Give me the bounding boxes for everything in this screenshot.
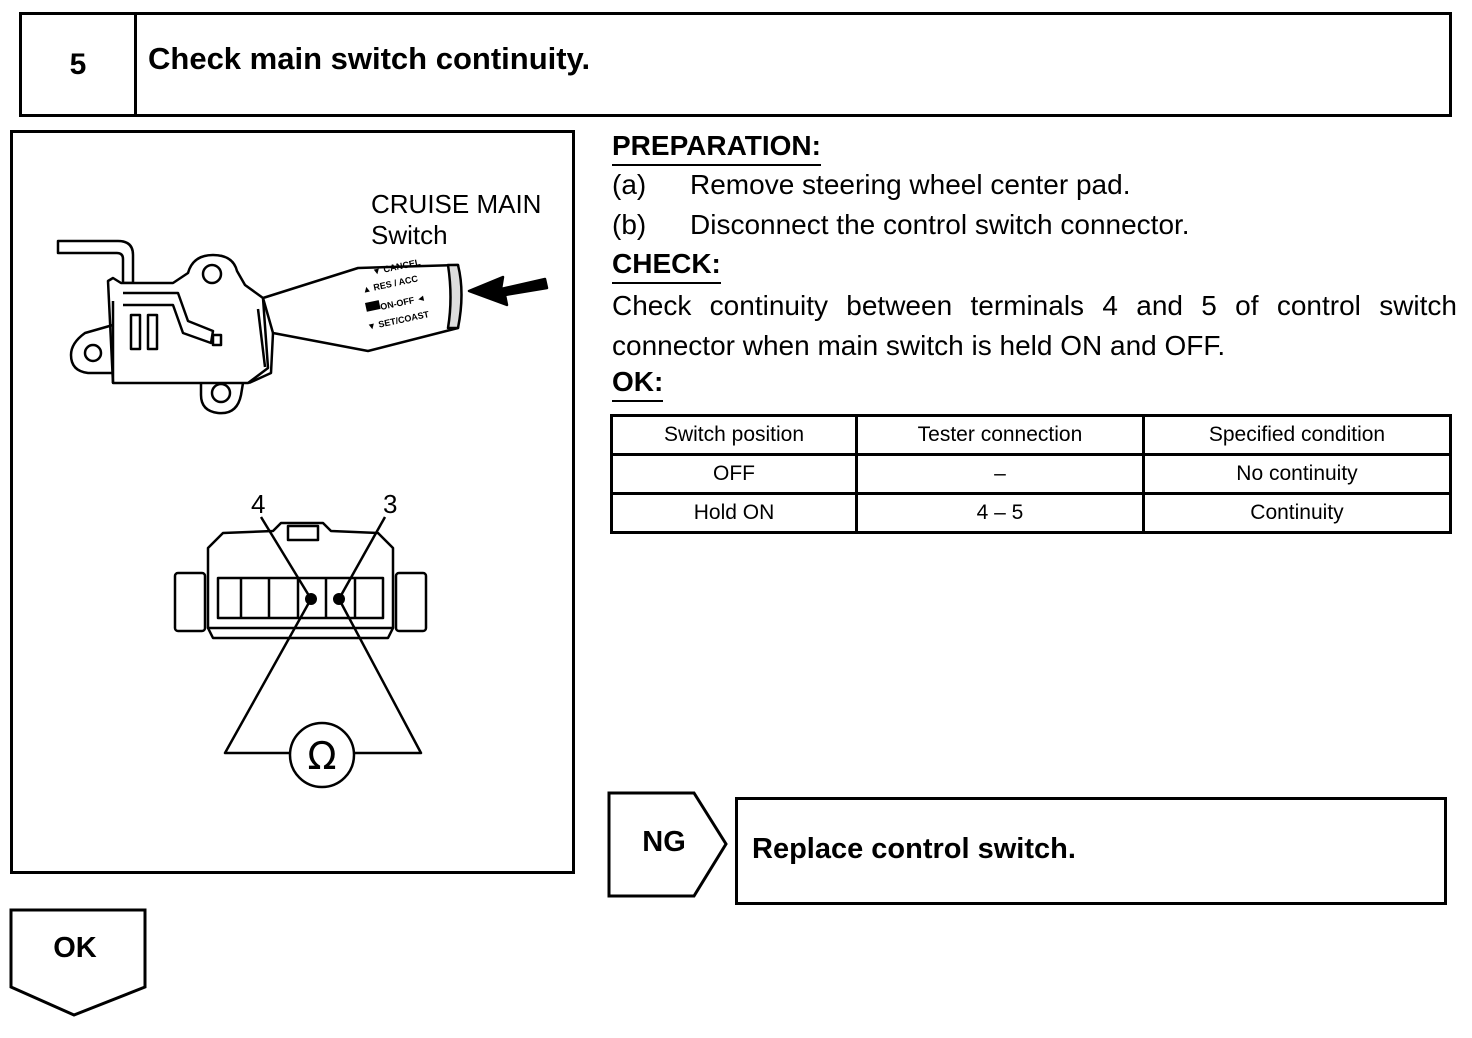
ng-action-box: Replace control switch. [735,797,1447,905]
table-cell: – [854,453,1145,495]
switch-label-line2: Switch [371,220,448,250]
preparation-item-text: Remove steering wheel center pad. [690,169,1131,200]
ng-action-text: Replace control switch. [752,833,1076,865]
column-header: Specified condition [1141,414,1453,456]
column-header: Switch position [610,414,858,456]
preparation-item-b: (b) Disconnect the control switch connec… [612,208,1452,242]
preparation-item-label: (b) [612,209,647,240]
preparation-item-a: (a) Remove steering wheel center pad. [612,168,1452,202]
switch-illustration: ▼ CANCEL ▲ RES / ACC ON-OFF ◄ ▼ SET/COAS… [56,189,549,789]
ok-tag-label: OK [53,932,97,964]
table-row: OFF – No continuity [610,453,1453,495]
terminal-3-label: 3 [383,489,397,519]
step-number: 5 [22,15,137,114]
table-cell: Continuity [1141,492,1453,534]
table-cell: OFF [610,453,858,495]
step-header: 5 Check main switch continuity. [19,12,1452,117]
table-cell: No continuity [1141,453,1453,495]
check-instruction: Check continuity between terminals 4 and… [612,290,1457,361]
preparation-item-text: Disconnect the control switch connector. [690,209,1190,240]
table-header-row: Switch position Tester connection Specif… [610,414,1453,456]
table-row: Hold ON 4 – 5 Continuity [610,492,1453,534]
ohmmeter-symbol: Ω [307,734,336,778]
preparation-item-label: (a) [612,169,647,200]
switch-label-line1: CRUISE MAIN [371,189,541,219]
ok-heading: OK: [612,366,664,402]
spec-table: Switch position Tester connection Specif… [610,414,1453,534]
ng-tag-label: NG [642,826,686,858]
check-heading: CHECK: [612,248,721,284]
table-cell: Hold ON [610,492,858,534]
step-title: Check main switch continuity. [148,41,591,76]
ng-arrow-tag [607,791,728,898]
switch-diagram: ▼ CANCEL ▲ RES / ACC ON-OFF ◄ ▼ SET/COAS… [10,130,575,874]
column-header: Tester connection [854,414,1145,456]
preparation-heading: PREPARATION: [612,130,821,166]
terminal-4-label: 4 [251,489,265,519]
table-cell: 4 – 5 [854,492,1145,534]
ok-arrow-tag [9,908,147,1017]
